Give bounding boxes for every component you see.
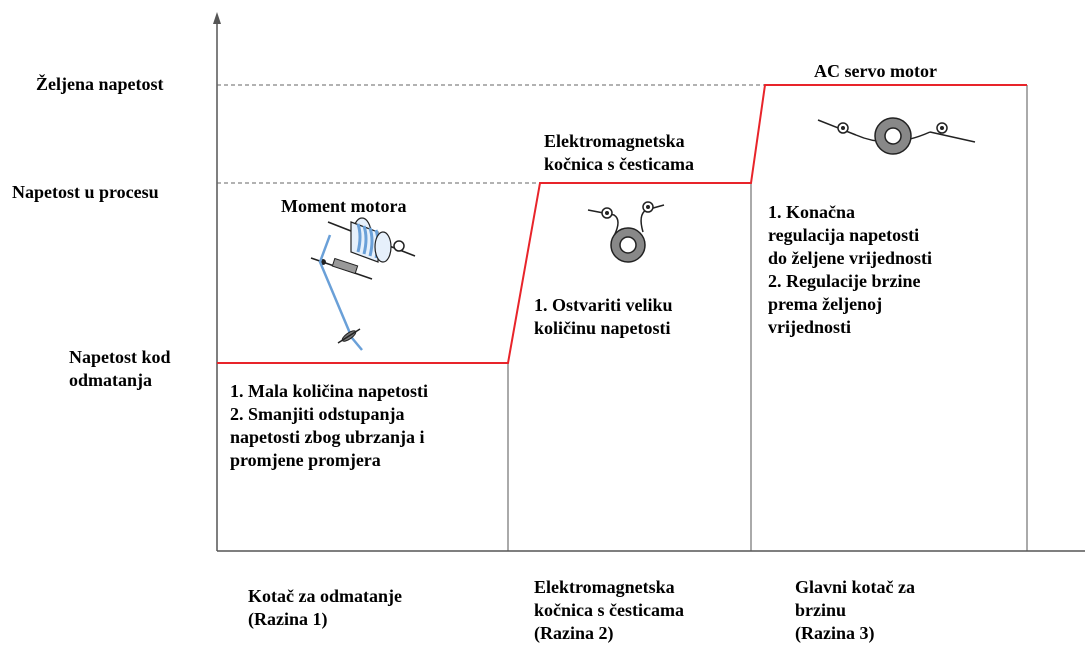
stage3-desc-line: prema željenoj: [768, 294, 883, 314]
stage3-x-label-line: brzinu: [795, 600, 847, 620]
stage3-desc-line: vrijednosti: [768, 317, 851, 337]
y-label-desired: Željena napetost: [36, 74, 164, 94]
stage3-x-label-line: Glavni kotač za: [795, 577, 915, 597]
stage3-desc-line: do željene vrijednosti: [768, 248, 932, 268]
stage2-desc-line: količinu napetosti: [534, 318, 671, 338]
stage3-x-label: Glavni kotač za brzinu (Razina 3): [795, 576, 915, 645]
stage1-desc-line: 1. Mala količina napetosti: [230, 381, 429, 401]
stage1-desc-line: promjene promjera: [230, 450, 381, 470]
servo-roller-icon: [817, 117, 976, 155]
stage1-x-label-line: (Razina 1): [248, 609, 328, 629]
stage2-description: 1. Ostvariti veliku količinu napetosti: [534, 294, 673, 340]
stage1-x-label: Kotač za odmatanje (Razina 1): [248, 585, 402, 631]
stage2-x-label: Elektromagnetska kočnica s česticama (Ra…: [534, 576, 684, 645]
y-label-unwind-line-1: Napetost kod: [69, 347, 171, 367]
stage3-desc-line: 1. Konačna: [768, 202, 856, 222]
stage1-device-label: Moment motora: [281, 196, 407, 216]
stage2-x-label-line: Elektromagnetska: [534, 577, 675, 597]
tension-profile-line: [217, 84, 1027, 364]
stage2-x-label-line: (Razina 2): [534, 623, 614, 643]
y-axis-arrow: [213, 12, 221, 24]
y-label-unwind: Napetost kod odmatanja: [69, 346, 171, 392]
stage3-desc-line: regulacija napetosti: [768, 225, 920, 245]
powder-brake-roller-icon: [587, 201, 665, 263]
y-label-unwind-line-2: odmatanja: [69, 370, 153, 390]
stage1-desc-line: 2. Smanjiti odstupanja: [230, 404, 405, 424]
stage2-x-label-line: kočnica s česticama: [534, 600, 684, 620]
stage1-desc-line: napetosti zbog ubrzanja i: [230, 427, 425, 447]
stage3-description: 1. Konačna regulacija napetosti do želje…: [768, 201, 932, 339]
stage2-device-label: Elektromagnetska kočnica s česticama: [544, 130, 694, 176]
motor-torque-icon: [310, 217, 416, 351]
stage1-x-label-line: Kotač za odmatanje: [248, 586, 402, 606]
stage3-x-label-line: (Razina 3): [795, 623, 875, 643]
stage1-description: 1. Mala količina napetosti 2. Smanjiti o…: [230, 380, 428, 472]
y-label-process: Napetost u procesu: [12, 182, 159, 202]
stage2-device-label-line: Elektromagnetska: [544, 131, 685, 151]
stage2-desc-line: 1. Ostvariti veliku: [534, 295, 673, 315]
stage3-desc-line: 2. Regulacije brzine: [768, 271, 921, 291]
stage3-device-label: AC servo motor: [814, 61, 937, 81]
stage2-device-label-line: kočnica s česticama: [544, 154, 694, 174]
